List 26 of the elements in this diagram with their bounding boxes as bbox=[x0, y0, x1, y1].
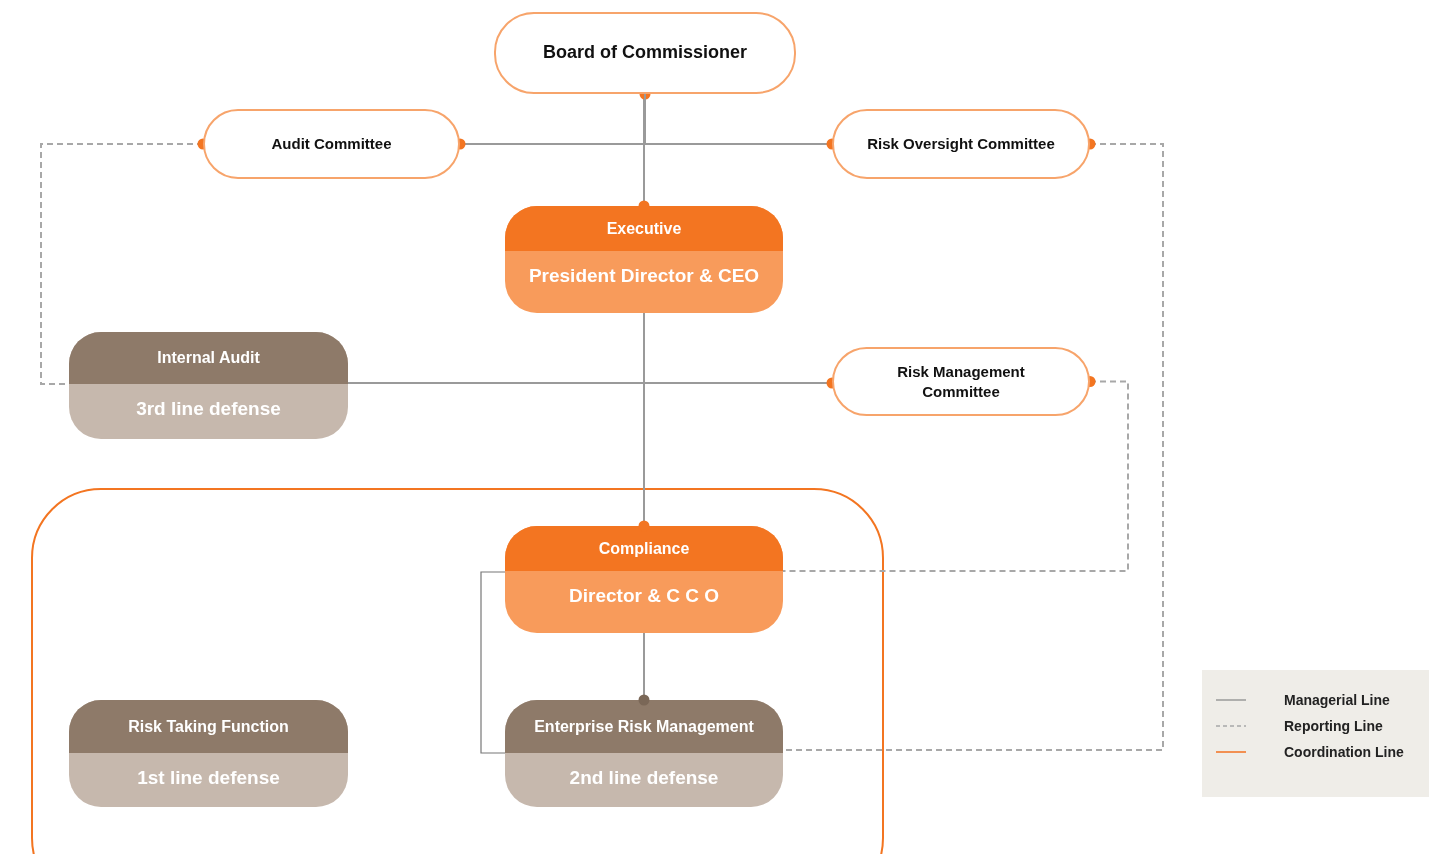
card-heading: Enterprise Risk Management bbox=[505, 700, 783, 753]
role-card bbox=[505, 206, 783, 313]
role-card bbox=[505, 700, 783, 807]
card-subtitle: 3rd line defense bbox=[135, 397, 282, 421]
connector-line bbox=[638, 632, 650, 706]
committee-pill: Audit Committee bbox=[203, 109, 460, 179]
legend-label: Coordination Line bbox=[1284, 744, 1404, 760]
card-subtitle: 1st line defense bbox=[136, 766, 281, 790]
card-subtitle: 2nd line defense bbox=[568, 766, 720, 790]
committee-pill: Risk Oversight Committee bbox=[832, 109, 1090, 179]
card-heading: Compliance bbox=[505, 526, 783, 571]
card-heading: Internal Audit bbox=[69, 332, 348, 384]
committee-pill: Risk Management Committee bbox=[832, 347, 1090, 416]
reporting-line bbox=[782, 376, 1129, 572]
connector-line bbox=[480, 571, 506, 754]
role-card bbox=[69, 332, 348, 439]
committee-pill: Board of Commissioner bbox=[494, 12, 796, 94]
role-card bbox=[69, 700, 348, 807]
card-heading: Risk Taking Function bbox=[69, 700, 348, 753]
card-subtitle: President Director & CEO bbox=[527, 264, 761, 288]
legend-label: Reporting Line bbox=[1284, 718, 1383, 734]
role-card bbox=[505, 526, 783, 633]
card-heading: Executive bbox=[505, 206, 783, 251]
legend-label: Managerial Line bbox=[1284, 692, 1390, 708]
card-subtitle: Director & C C O bbox=[568, 584, 720, 608]
group-frame bbox=[31, 488, 884, 854]
